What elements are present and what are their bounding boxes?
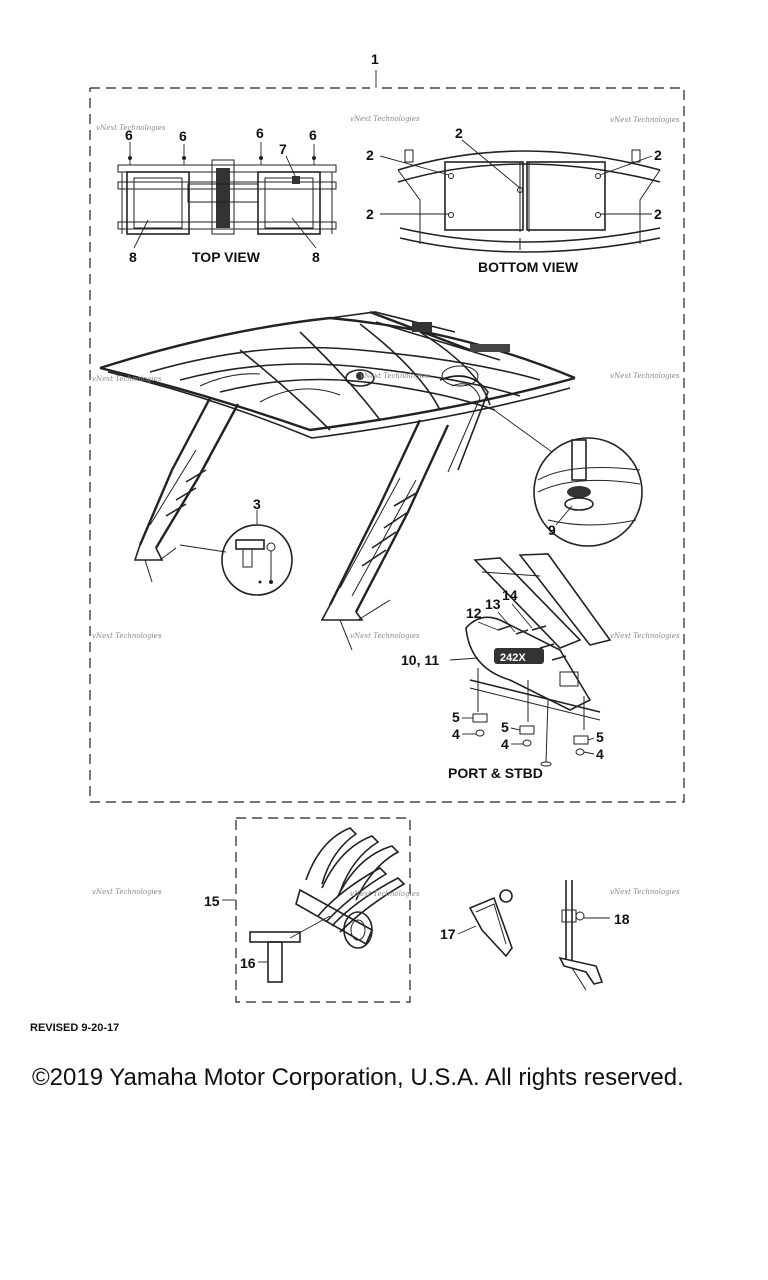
callout-9: 9 — [548, 522, 556, 538]
callout-17: 17 — [440, 926, 456, 942]
mirror-drawing — [457, 889, 513, 958]
callout-12: 12 — [466, 605, 482, 621]
watermark-9: vNext Technologies — [610, 632, 680, 640]
callout-2-a: 2 — [366, 147, 374, 163]
callout-5-c: 5 — [596, 729, 604, 745]
copyright-notice: ©2019 Yamaha Motor Corporation, U.S.A. A… — [32, 1064, 684, 1091]
board-rack-drawing — [249, 827, 406, 983]
watermark-12: vNext Technologies — [610, 888, 680, 896]
callout-2-c: 2 — [455, 125, 463, 141]
callout-15: 15 — [204, 893, 220, 909]
callout-16: 16 — [240, 955, 256, 971]
top-view-drawing — [117, 142, 337, 249]
detail-3-circle — [221, 510, 293, 596]
decal-text: 242X — [500, 652, 526, 664]
bottom-view-label: BOTTOM VIEW — [478, 259, 579, 275]
callout-13: 13 — [485, 596, 501, 612]
watermarks: vNext Technologies vNext Technologies vN… — [92, 115, 680, 898]
revision-note: REVISED 9-20-17 — [30, 1022, 120, 1034]
callout-1: 1 — [371, 51, 379, 67]
callout-6-d: 6 — [309, 127, 317, 143]
callout-18: 18 — [614, 911, 630, 927]
watermark-1: vNext Technologies — [96, 124, 166, 132]
mount-drawing — [558, 880, 610, 991]
callout-2-e: 2 — [654, 206, 662, 222]
watermark-4: vNext Technologies — [92, 375, 162, 383]
callout-8-right: 8 — [312, 249, 320, 265]
callout-3: 3 — [253, 496, 261, 512]
tower-assembly-drawing — [99, 310, 576, 651]
callout-6-a: 6 — [125, 127, 133, 143]
callout-5-a: 5 — [452, 709, 460, 725]
watermark-7: vNext Technologies — [92, 632, 162, 640]
callout-6-c: 6 — [256, 125, 264, 141]
callout-2-b: 2 — [366, 206, 374, 222]
watermark-11: vNext Technologies — [350, 890, 420, 898]
port-stbd-label: PORT & STBD — [448, 765, 543, 781]
callout-6-b: 6 — [179, 128, 187, 144]
watermark-3: vNext Technologies — [610, 116, 680, 124]
callout-4-a: 4 — [452, 726, 460, 742]
callout-5-b: 5 — [501, 719, 509, 735]
callout-2-d: 2 — [654, 147, 662, 163]
callout-4-b: 4 — [501, 736, 509, 752]
callout-8-left: 8 — [129, 249, 137, 265]
watermark-8: vNext Technologies — [350, 632, 420, 640]
port-stbd-drawing: 242X — [449, 553, 612, 767]
callout-10-11: 10, 11 — [401, 652, 439, 668]
watermark-2: vNext Technologies — [350, 115, 420, 123]
watermark-10: vNext Technologies — [92, 888, 162, 896]
assembly-boundary — [89, 70, 685, 803]
board-rack-boundary — [222, 817, 411, 1003]
callout-4-c: 4 — [596, 746, 604, 762]
callout-14: 14 — [502, 587, 518, 603]
callout-7: 7 — [279, 141, 287, 157]
bottom-view-drawing — [379, 139, 661, 253]
watermark-6: vNext Technologies — [610, 372, 680, 380]
detail-9-circle — [533, 437, 643, 547]
watermark-5: vNext Technologies — [360, 372, 430, 380]
top-view-label: TOP VIEW — [192, 249, 261, 265]
